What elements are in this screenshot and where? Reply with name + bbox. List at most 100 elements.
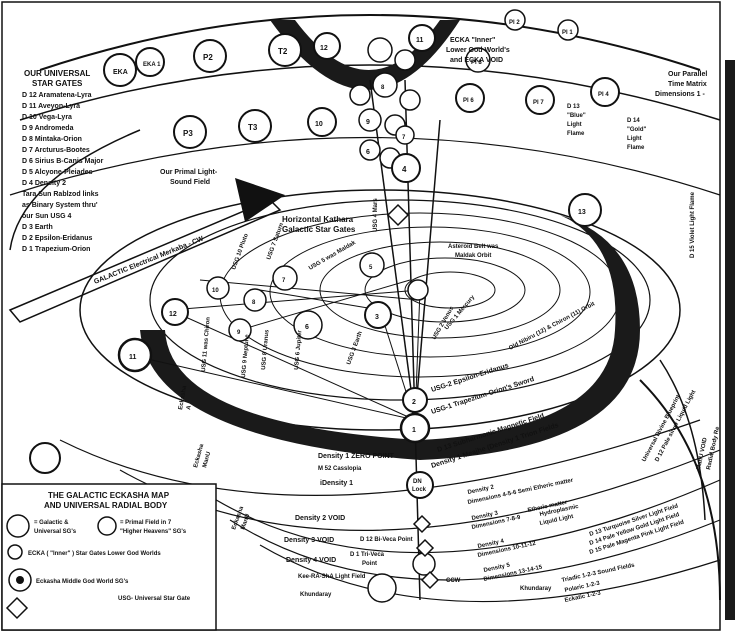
label-keeraska: Kee-RA-ShA Light Field [298,574,366,580]
web-line-2 [199,279,421,301]
svg-text:Pl 4: Pl 4 [598,92,609,98]
lower-arc-1 [59,419,701,496]
gate-4-disc [407,279,429,301]
svg-text:Point: Point [362,561,377,567]
svg-text:10: 10 [212,288,219,294]
svg-text:ECKA ( "Inner" ) Star Gates Lo: ECKA ( "Inner" ) Star Gates Lower God Wo… [28,551,161,557]
merkaba-arrowhead [235,178,285,222]
svg-text:Asteroid Belt was: Asteroid Belt was [448,244,499,250]
svg-text:and ECKA VOID: and ECKA VOID [450,57,503,64]
top-gate-11: 11 [408,24,436,52]
top-gate-12: 12 [313,32,341,60]
label-sound-fields: Triadic 1-2-3 Sound Fields Polaric 1-2-3… [561,562,636,603]
cluster-gate-8: 8 [381,85,385,91]
ellipse-6 [364,257,526,323]
svg-text:Eckasha: Eckasha [178,385,188,411]
merkaba-label: GALACTIC Electrical Merkaba - CW [93,235,205,286]
svg-text:D 1 Tri-Veca: D 1 Tri-Veca [350,552,385,558]
svg-text:Dimensions 1 -: Dimensions 1 - [655,91,705,98]
svg-text:Pl 8: Pl 8 [471,60,482,66]
lower-ring-gate [367,573,397,603]
diamond-3 [415,538,435,558]
svg-text:Pl 7: Pl 7 [533,100,544,106]
cluster-gate-7: 7 [402,135,406,141]
label-jupiter: USG 6 Jupiter [294,329,303,370]
top-gate-eka1: EKA 1 [135,47,165,77]
label-ccw: CCW [446,578,461,584]
svg-text:D 10 Vega-Lyra: D 10 Vega-Lyra [22,114,72,121]
label-eckasha-a: Eckasha A [178,385,193,411]
svg-text:A: A [186,404,193,410]
label-d2void: Density 2 VOID [295,515,345,522]
top-gate-eka: EKA [103,53,137,87]
svg-text:STAR GATES: STAR GATES [32,79,83,88]
svg-text:DN: DN [413,479,422,485]
map-frame [1,1,721,631]
label-biveca: D 12 Bi-Veca Point [360,537,413,543]
svg-text:Flame: Flame [627,145,645,151]
svg-text:Universal SG's: Universal SG's [34,529,77,535]
blueprint-label: Universal Divine Blueprint D 12 Pale sil… [641,389,697,462]
legend-primal-icon [97,516,117,536]
web-line-5 [129,354,416,421]
svg-text:D 14: D 14 [627,118,640,124]
label-density3: Density 3 Dimensions 7-8-9 Hydroplasmic … [471,504,580,531]
gate-12: 12 [161,298,189,326]
svg-text:T3: T3 [248,123,258,132]
svg-text:9: 9 [237,330,241,336]
cluster-gate-4: 4 [402,165,407,174]
svg-text:T2: T2 [278,47,288,56]
svg-text:EKA: EKA [113,69,128,76]
ecka-cluster [349,37,421,183]
svg-text:6: 6 [305,324,309,331]
top-gate-t2: T2 [268,33,302,67]
gate-lower-left [29,442,61,474]
outer-ellipse [79,189,681,431]
svg-text:8: 8 [252,300,256,306]
label-uranus: USG 8 Uranus [261,329,271,370]
lower-arc-4 [229,519,721,581]
ellipse-7 [404,271,496,309]
label-triveca: D 1 Tri-Veca Point [350,552,385,567]
svg-text:D 6 Sirius B-Canis Major: D 6 Sirius B-Canis Major [22,158,104,165]
gate-8: 8 [243,288,267,312]
gate-6: 6 [293,310,323,340]
label-eckasha-manu-lower: Eckasha ManU [231,505,251,531]
svg-text:Horizontal Kathara: Horizontal Kathara [282,215,354,224]
svg-text:Light: Light [567,122,582,128]
svg-text:Maldak Orbit: Maldak Orbit [455,253,491,259]
ecka-note: ECKA "Inner" Lower God World's and ECKA … [446,37,510,64]
svg-text:"Higher Heavens" SG's: "Higher Heavens" SG's [120,529,187,535]
svg-text:ManU: ManU [240,513,251,530]
gate-10: 10 [206,276,230,300]
label-maldak: USG 5 was Maldak [308,240,357,272]
svg-text:ECKA "Inner": ECKA "Inner" [450,37,495,44]
svg-text:Lock: Lock [412,487,427,493]
primal-light-label: Our Primal Light- Sound Field [160,169,218,186]
label-chiron-orbit: Old Nibiru (12) & Chiron (11) Orbit [508,301,596,352]
mid-arc [9,136,721,196]
svg-text:11: 11 [416,37,424,44]
svg-text:Galactic Star Gates: Galactic Star Gates [282,225,356,234]
svg-text:Density 2: Density 2 [467,484,495,496]
diamond-4 [420,570,440,590]
top-gate-p2: P2 [193,39,227,73]
label-mars: USG 4 Mars [373,198,379,232]
legend: THE GALACTIC ECKASHA MAP AND UNIVERSAL R… [1,483,217,631]
top-gate-10: 10 [307,107,337,137]
svg-text:Eckasha Middle God World SG's: Eckasha Middle God World SG's [36,579,129,585]
svg-text:OUR UNIVERSAL: OUR UNIVERSAL [24,69,90,78]
label-m52: M 52 Casslopia [318,466,362,472]
svg-text:12: 12 [169,311,177,318]
svg-text:D 13: D 13 [567,104,580,110]
legend-ecka-icon [7,544,23,560]
lower-arc-5 [259,544,721,603]
web-line-6 [169,309,416,421]
kathara-label: Horizontal Kathara Galactic Star Gates [282,215,356,234]
gate-7: 7 [272,265,298,291]
svg-text:D 3 Earth: D 3 Earth [22,224,53,231]
svg-text:D 7 Arcturus-Bootes: D 7 Arcturus-Bootes [22,147,90,154]
svg-text:Tara Sun Rablzod links: Tara Sun Rablzod links [22,191,99,198]
